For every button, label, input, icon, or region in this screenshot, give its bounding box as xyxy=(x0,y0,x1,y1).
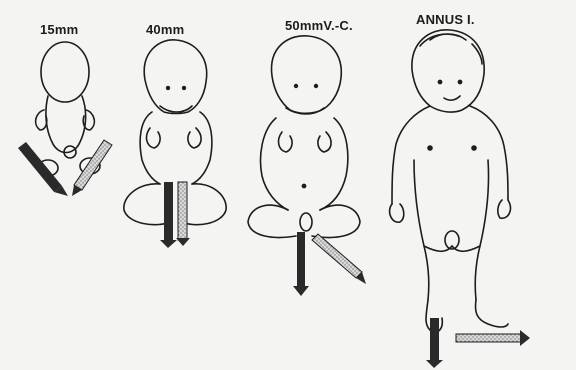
measure-bars-50mm xyxy=(293,232,366,296)
figure-15mm xyxy=(36,42,100,176)
figure-annus-i xyxy=(390,30,511,333)
figure-50mm xyxy=(248,36,360,238)
measure-bars-40mm xyxy=(160,182,190,248)
figure-40mm xyxy=(124,40,226,225)
